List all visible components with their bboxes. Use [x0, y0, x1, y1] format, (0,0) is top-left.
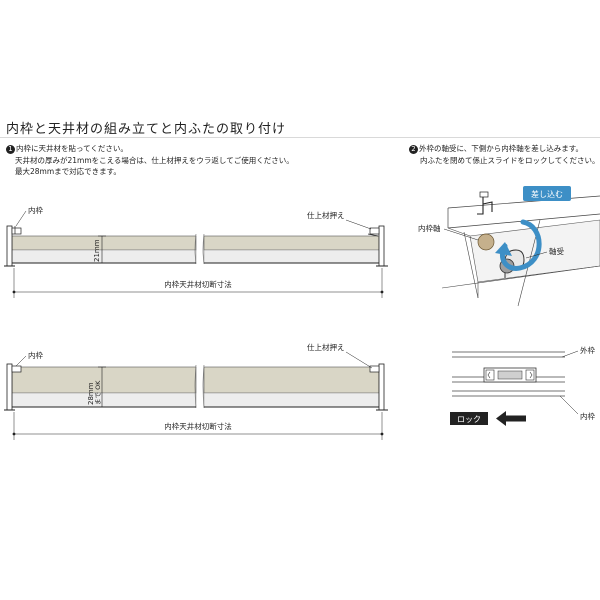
step2-line-2: 内ふたを閉めて係止スライドをロックしてください。	[420, 155, 600, 165]
ceiling-board-right	[203, 235, 380, 251]
cut-dimension-label-top: 内枠天井材切断寸法	[164, 279, 232, 289]
ceiling-board-right	[203, 366, 380, 394]
ceiling-board-lower-right	[203, 392, 380, 408]
lock-label: ロック	[457, 415, 481, 424]
insert-arrow-head	[495, 242, 512, 256]
label-outer-frame: 外枠	[580, 345, 595, 355]
break-mark	[194, 233, 197, 265]
step1-line-3: 最大28mmまで対応できます。	[15, 167, 121, 176]
step2-line-1: 外枠の軸受に、下側から内枠軸を差し込みます。	[419, 144, 584, 153]
ceiling-board-lower-right	[203, 249, 380, 264]
lock-direction-arrow	[496, 411, 526, 426]
thickness-28mm: 28mm	[87, 382, 95, 405]
step1-line-1: 内枠に天井材を貼ってください。	[16, 144, 128, 153]
title-divider	[0, 137, 600, 138]
break-mark	[202, 364, 205, 409]
trim-holder-profile-right	[369, 363, 388, 411]
trim-holder-profile-right	[367, 225, 388, 267]
label-trim-holder-top: 仕上材押え	[307, 210, 345, 220]
insert-label: 差し込む	[531, 189, 563, 199]
insert-label-box	[523, 186, 571, 201]
bearing-hole	[478, 234, 494, 250]
step2-badge: 2	[409, 144, 418, 154]
lock-label-box	[450, 412, 488, 425]
ceiling-board-lower-left	[11, 249, 197, 264]
label-trim-holder-bottom: 仕上材押え	[307, 342, 345, 352]
label-inner-frame-top: 内枠	[28, 205, 43, 215]
ceiling-board-left	[11, 235, 197, 251]
inner-frame-profile-left	[4, 225, 22, 267]
label-inner-frame-lock: 内枠	[580, 411, 595, 421]
shaft-insertion-diagram: 差し込む 内枠軸 軸受	[418, 186, 600, 307]
step1-line-2: 天井材の厚みが21mmをこえる場合は、仕上材押えをウラ返してご使用ください。	[15, 155, 294, 165]
lock-slide	[483, 367, 537, 383]
section-diagram-28mm: 内枠 仕上材押え 28mm まで OK 内枠天井材切断寸法	[4, 342, 388, 440]
inner-frame-profile-left	[4, 363, 22, 411]
insert-direction-arrow	[499, 219, 542, 271]
break-mark	[202, 233, 205, 265]
thickness-21mm: 21mm	[93, 239, 101, 262]
lock-slide-diagram: 外枠 内枠 ロック	[450, 345, 595, 426]
step1-badge: 1	[6, 144, 15, 154]
ceiling-board-left	[11, 366, 197, 394]
label-inner-frame-bottom: 内枠	[28, 350, 43, 360]
label-bearing: 軸受	[549, 246, 564, 256]
break-mark	[194, 364, 197, 409]
cut-dimension-label-bottom: 内枠天井材切断寸法	[164, 421, 232, 431]
thickness-note: まで OK	[94, 380, 102, 405]
section-diagram-21mm: 内枠 仕上材押え 21mm 内枠天井材切断寸法	[4, 205, 388, 298]
label-inner-shaft: 内枠軸	[418, 223, 441, 233]
section-title: 内枠と天井材の組み立てと内ふたの取り付け	[6, 122, 287, 137]
ceiling-board-lower-left	[11, 392, 197, 408]
